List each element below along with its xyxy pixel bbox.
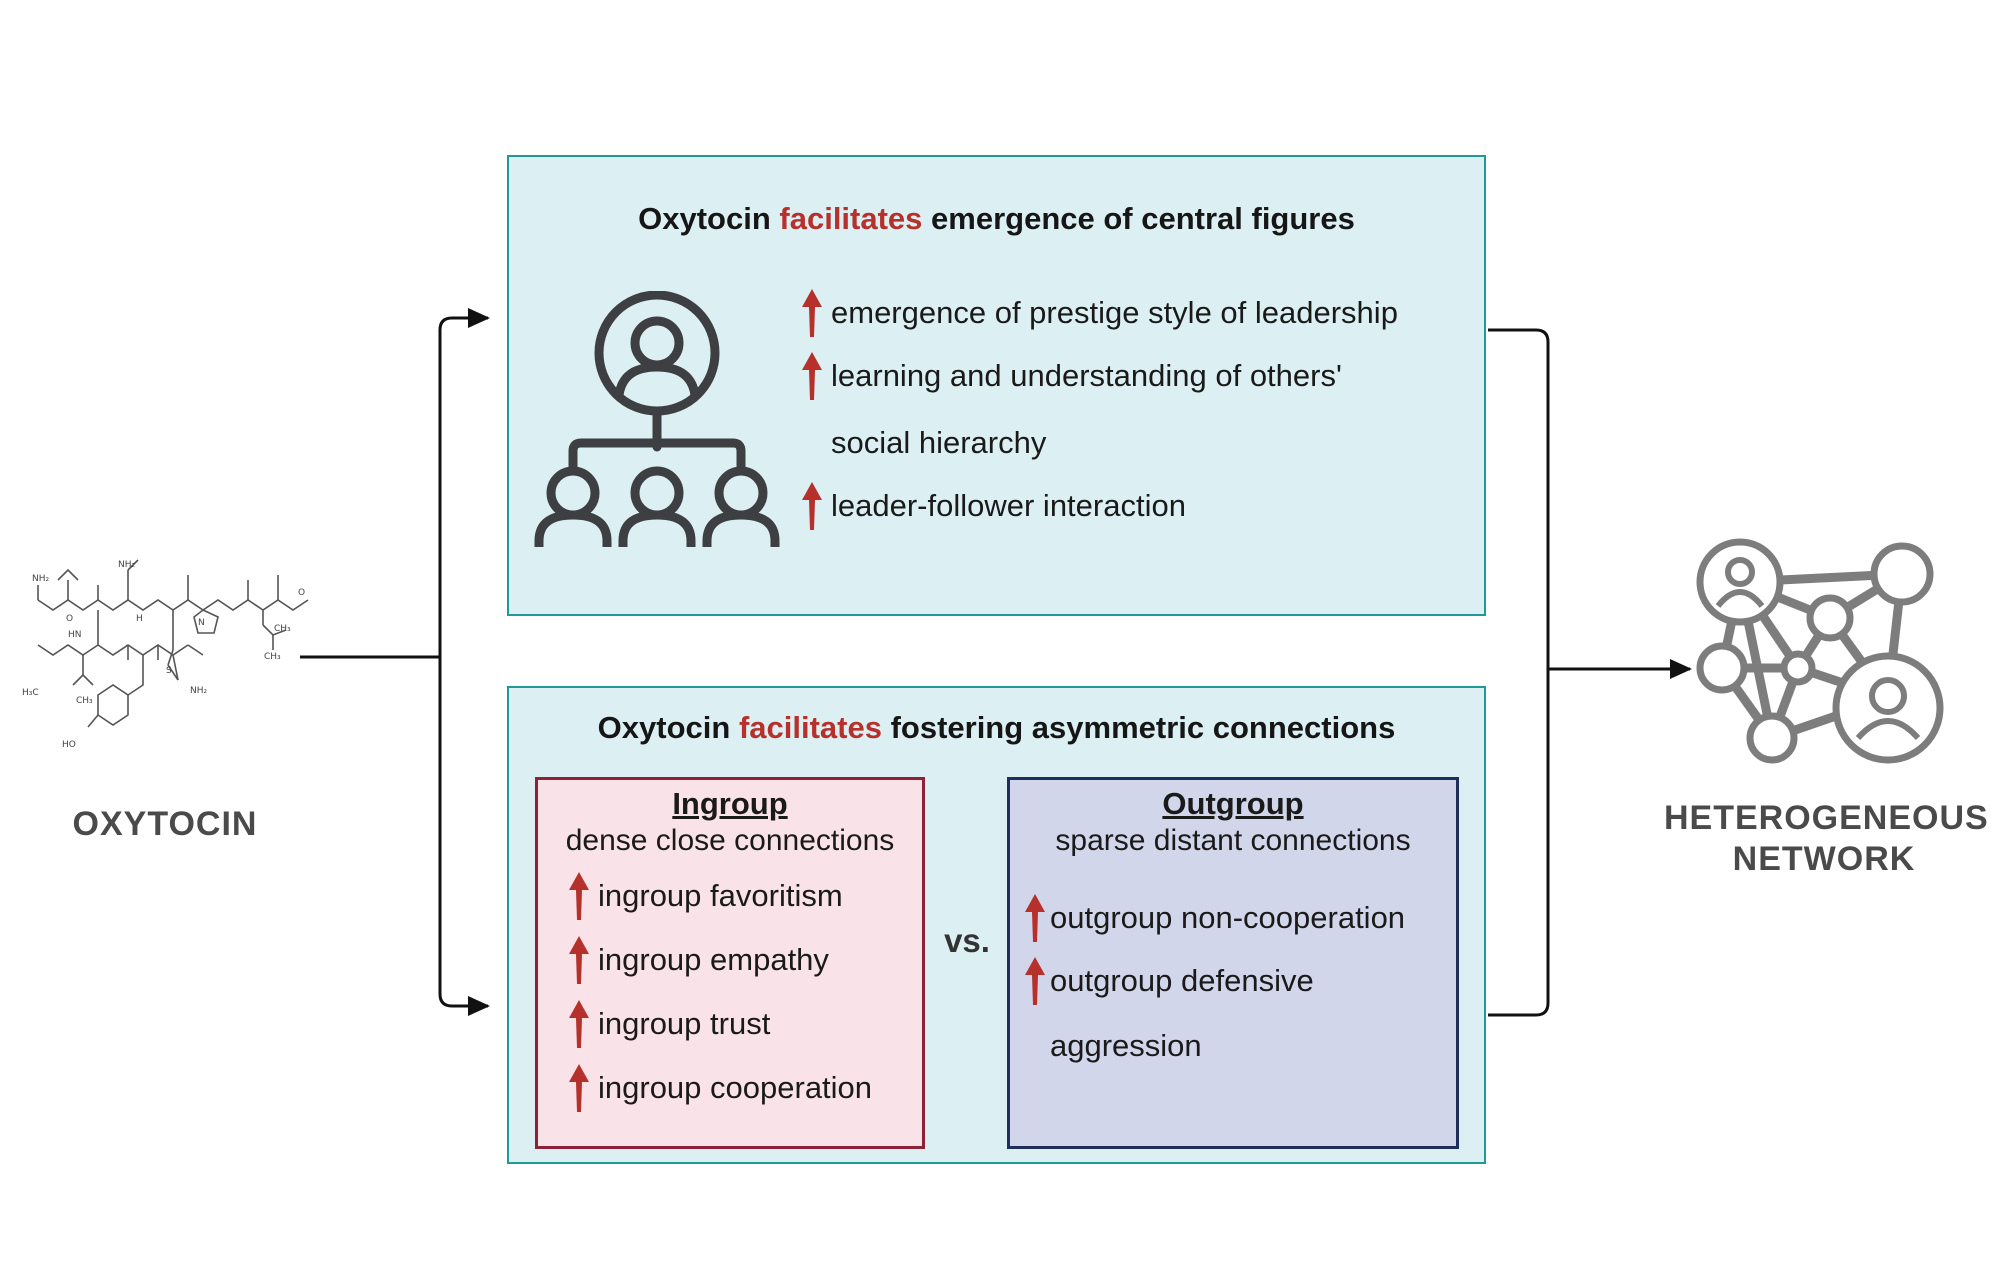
network-label-line1: HETEROGENEOUS <box>1664 799 1989 837</box>
oxytocin-molecule-icon: NH₂ O HN NH₂ H N S H₃C CH₃ HO CH₃ CH₃ NH… <box>22 559 309 750</box>
central-item-text: emergence of prestige style of leadershi… <box>831 295 1398 330</box>
ingroup-item-text: ingroup favoritism <box>598 878 843 913</box>
molecule-label: NH₂ <box>190 686 208 696</box>
ingroup-item-4: ingroup cooperation <box>568 1064 872 1112</box>
title-pre: Oxytocin <box>597 710 739 745</box>
title-accent: facilitates <box>738 710 882 745</box>
up-arrow-icon <box>569 872 589 920</box>
heterogeneous-network-label: HETEROGENEOUS NETWORK <box>1664 798 1989 880</box>
molecule-label: CH₃ <box>274 624 291 634</box>
oxytocin-label: OXYTOCIN <box>72 805 258 843</box>
central-figures-title: Oxytocin facilitates emergence of centra… <box>509 201 1484 237</box>
molecule-label: CH₃ <box>76 696 93 706</box>
up-arrow-icon <box>569 936 589 984</box>
molecule-label: O <box>298 588 305 598</box>
asymmetric-connections-title: Oxytocin facilitates fostering asymmetri… <box>509 710 1484 746</box>
outgroup-item-text: outgroup defensive <box>1050 963 1314 998</box>
outgroup-item-2: outgroup defensive <box>1024 957 1314 1005</box>
outgroup-heading: Outgroup <box>1162 786 1304 821</box>
versus-label: vs. <box>944 922 990 959</box>
ingroup-heading: Ingroup <box>672 786 788 821</box>
molecule-label: HN <box>68 630 82 640</box>
molecule-label: CH₃ <box>264 652 281 662</box>
outgroup-box: Outgroup sparse distant connections outg… <box>1007 777 1459 1149</box>
ingroup-item-text: ingroup cooperation <box>598 1070 873 1105</box>
ingroup-item-text: ingroup empathy <box>598 942 829 977</box>
central-figures-panel: Oxytocin facilitates emergence of centra… <box>507 155 1486 616</box>
org-hierarchy-icon <box>534 291 780 547</box>
up-arrow-icon <box>802 289 822 337</box>
up-arrow-icon <box>1025 957 1045 1005</box>
molecule-label: H₃C <box>22 688 39 698</box>
ingroup-item-1: ingroup favoritism <box>568 872 843 920</box>
ingroup-description: dense close connections <box>565 824 895 857</box>
outgroup-description: sparse distant connections <box>1055 824 1411 857</box>
ingroup-item-3: ingroup trust <box>568 1000 770 1048</box>
molecule-label: NH₂ <box>32 574 50 584</box>
ingroup-item-2: ingroup empathy <box>568 936 829 984</box>
outgroup-item-2-cont: aggression <box>1050 1028 1202 1063</box>
molecule-label: S <box>166 666 172 676</box>
title-accent: facilitates <box>779 201 923 236</box>
central-item-1: emergence of prestige style of leadershi… <box>801 289 1398 337</box>
asymmetric-connections-panel: Oxytocin facilitates fostering asymmetri… <box>507 686 1486 1164</box>
outgroup-item-1: outgroup non-cooperation <box>1024 894 1405 942</box>
central-item-3: leader-follower interaction <box>801 482 1186 530</box>
up-arrow-icon <box>802 482 822 530</box>
network-icon <box>1696 538 1944 764</box>
connector-merge-bottom <box>1488 669 1550 1017</box>
ingroup-item-text: ingroup trust <box>598 1006 771 1041</box>
title-pre: Oxytocin <box>638 201 780 236</box>
central-item-2-cont: social hierarchy <box>831 425 1047 460</box>
network-label-line2: NETWORK <box>1732 840 1916 878</box>
central-item-text: leader-follower interaction <box>831 488 1186 523</box>
central-item-text: learning and understanding of others' <box>831 358 1342 393</box>
outgroup-item-text: outgroup non-cooperation <box>1050 900 1406 935</box>
molecule-label: NH₂ <box>118 560 136 570</box>
connector-merge-top <box>1488 328 1550 669</box>
title-post: fostering asymmetric connections <box>881 710 1396 745</box>
molecule-label: HO <box>62 740 76 750</box>
up-arrow-icon <box>569 1000 589 1048</box>
up-arrow-icon <box>569 1064 589 1112</box>
molecule-label: O <box>66 614 73 624</box>
molecule-label: N <box>198 618 205 628</box>
connector-split-to-bottom <box>438 657 490 1016</box>
up-arrow-icon <box>1025 894 1045 942</box>
up-arrow-icon <box>802 352 822 400</box>
title-post: emergence of central figures <box>922 201 1355 236</box>
connector-split-to-top <box>438 308 490 657</box>
molecule-label: H <box>136 614 143 624</box>
central-item-2: learning and understanding of others' <box>801 352 1342 400</box>
ingroup-box: Ingroup dense close connections ingroup … <box>535 777 925 1149</box>
